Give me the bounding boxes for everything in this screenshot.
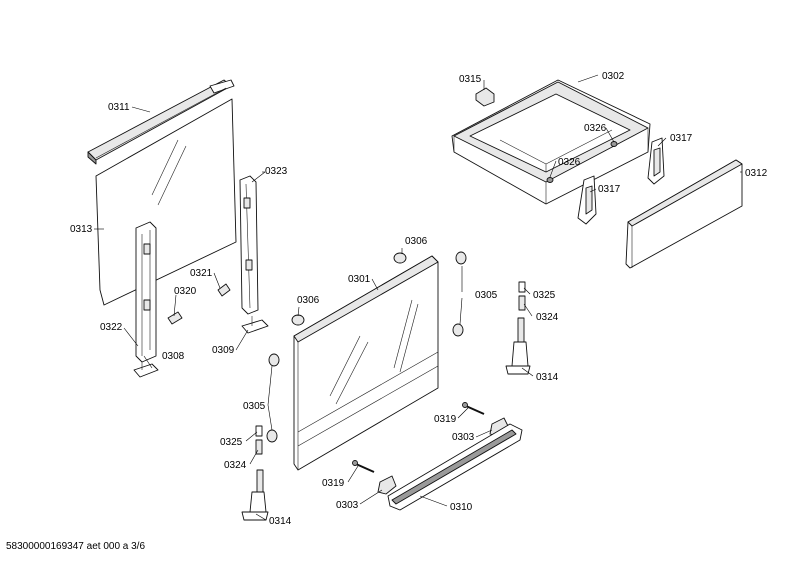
part-0312-drawer-front	[625, 159, 743, 269]
part-0305-bushing-right-top	[455, 251, 467, 265]
part-0319-screw-right	[462, 402, 485, 415]
label-0325-left: 0325	[220, 437, 243, 448]
part-0302-tray	[451, 79, 651, 205]
label-0325-right: 0325	[533, 290, 556, 301]
part-0301-outer-door	[293, 255, 439, 471]
label-0324-left: 0324	[224, 460, 247, 471]
label-0306-left: 0306	[297, 295, 320, 306]
label-0308: 0308	[162, 351, 185, 362]
part-0319-screw-left	[352, 460, 375, 473]
label-0306-top: 0306	[405, 236, 428, 247]
label-0326-top: 0326	[584, 123, 607, 134]
label-0312: 0312	[745, 168, 768, 179]
part-0311-top-trim	[87, 79, 235, 165]
label-0314-right: 0314	[536, 372, 559, 383]
label-0321: 0321	[190, 268, 213, 279]
label-0313: 0313	[70, 224, 93, 235]
part-0315-clip	[475, 87, 495, 107]
label-0319-left: 0319	[322, 478, 345, 489]
label-0319-right: 0319	[434, 414, 457, 425]
part-0305-bushing-right-bottom	[452, 323, 464, 337]
label-0309: 0309	[212, 345, 235, 356]
part-0305-bushing-left-bottom	[266, 429, 278, 443]
part-0317-bracket-left	[577, 175, 597, 225]
part-0306-cap-left	[291, 314, 305, 326]
label-0302: 0302	[602, 71, 625, 82]
leader-lines	[94, 74, 742, 521]
part-0324-sleeve-left	[255, 439, 263, 455]
label-0326-bottom: 0326	[558, 157, 581, 168]
label-0305-right: 0305	[475, 290, 498, 301]
part-0308-bracket	[133, 362, 159, 378]
label-0314-left: 0314	[269, 516, 292, 527]
label-0315: 0315	[459, 74, 482, 85]
part-0317-bracket-right	[647, 137, 665, 185]
part-0313-inner-glass	[95, 98, 237, 306]
part-0314-hinge-right	[505, 317, 531, 375]
label-0310: 0310	[450, 502, 473, 513]
part-0314-hinge-left	[241, 469, 269, 521]
part-0321-clip	[217, 283, 231, 297]
label-0311: 0311	[108, 102, 130, 113]
label-0324-right: 0324	[536, 312, 559, 323]
part-0323-right-rail	[239, 175, 259, 315]
part-0303-endcap-left	[377, 475, 397, 495]
part-labels: 0311 0313 0322 0308 0320 0321 0323 0309 …	[70, 71, 768, 527]
label-0322: 0322	[100, 322, 123, 333]
part-0320-clip	[167, 311, 183, 325]
part-0326-foot-b	[546, 177, 554, 183]
label-0303-left: 0303	[336, 500, 359, 511]
part-0325-pin-right	[518, 281, 526, 293]
part-0310-handle	[387, 423, 523, 511]
label-0320: 0320	[174, 286, 197, 297]
part-0309-bracket	[241, 316, 269, 334]
label-0301: 0301	[348, 274, 371, 285]
part-0305-bushing-left-top	[268, 353, 280, 367]
drawing-reference-number: 58300000169347 aet 000 a 3/6	[6, 541, 146, 552]
label-0317-right: 0317	[670, 133, 693, 144]
part-0326-foot-a	[610, 141, 618, 147]
part-0324-sleeve-right	[518, 295, 526, 311]
label-0323: 0323	[265, 166, 288, 177]
part-0306-cap-top	[393, 252, 407, 264]
label-0317-left: 0317	[598, 184, 621, 195]
label-0303-right: 0303	[452, 432, 475, 443]
part-0325-pin-left	[255, 425, 263, 437]
label-0305-left: 0305	[243, 401, 266, 412]
part-0322-left-rail	[135, 221, 157, 363]
